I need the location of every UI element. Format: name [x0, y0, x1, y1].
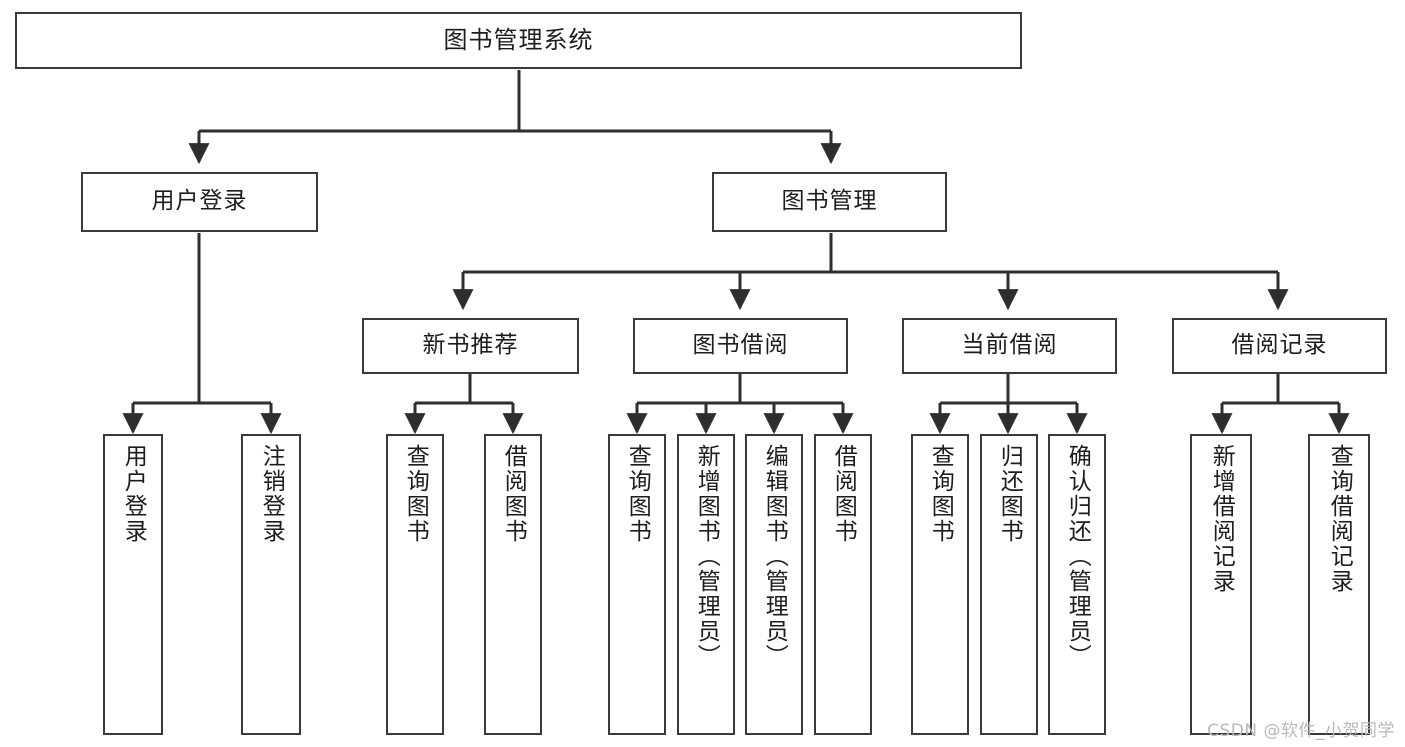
node-label: 用户登录	[120, 444, 147, 544]
leaf-add-borrow-record[interactable]: 新增借阅记录	[1190, 434, 1252, 735]
node-label: 确认归还（管理员）	[1064, 444, 1091, 669]
leaf-query-borrow-record[interactable]: 查询借阅记录	[1308, 434, 1370, 735]
leaf-user-login[interactable]: 用户登录	[103, 434, 163, 735]
node-label: 查询图书	[927, 444, 954, 544]
node-label: 归还图书	[996, 444, 1023, 544]
node-label: 用户登录	[151, 188, 248, 215]
node-book-borrow[interactable]: 图书借阅	[633, 318, 848, 374]
node-label: 当前借阅	[961, 332, 1058, 359]
node-label: 图书借阅	[692, 332, 789, 359]
node-label: 查询图书	[402, 444, 429, 544]
leaf-logout[interactable]: 注销登录	[241, 434, 301, 735]
node-label: 查询图书	[624, 444, 651, 544]
leaf-query-book-current[interactable]: 查询图书	[911, 434, 969, 735]
node-user-login[interactable]: 用户登录	[81, 172, 318, 232]
leaf-confirm-return-admin[interactable]: 确认归还（管理员）	[1048, 434, 1106, 735]
node-label: 新增图书（管理员）	[693, 444, 720, 669]
node-label: 借阅记录	[1231, 332, 1328, 359]
node-current-borrow[interactable]: 当前借阅	[902, 318, 1117, 374]
leaf-edit-book-admin[interactable]: 编辑图书（管理员）	[745, 434, 803, 735]
node-label: 图书管理	[781, 188, 878, 215]
node-label: 注销登录	[258, 444, 285, 544]
node-new-book-recommend[interactable]: 新书推荐	[362, 318, 579, 374]
leaf-return-book[interactable]: 归还图书	[980, 434, 1038, 735]
node-label: 新增借阅记录	[1208, 444, 1235, 594]
leaf-query-book-borrow[interactable]: 查询图书	[608, 434, 666, 735]
node-label: 借阅图书	[500, 444, 527, 544]
node-book-management[interactable]: 图书管理	[712, 172, 947, 232]
node-label: 查询借阅记录	[1326, 444, 1353, 594]
leaf-add-book-admin[interactable]: 新增图书（管理员）	[677, 434, 735, 735]
leaf-borrow-book-recommend[interactable]: 借阅图书	[484, 434, 542, 735]
node-borrow-record[interactable]: 借阅记录	[1172, 318, 1387, 374]
leaf-query-book-recommend[interactable]: 查询图书	[386, 434, 444, 735]
node-label: 图书管理系统	[443, 26, 594, 55]
node-label: 借阅图书	[830, 444, 857, 544]
node-root-system[interactable]: 图书管理系统	[15, 12, 1022, 69]
leaf-borrow-book[interactable]: 借阅图书	[814, 434, 872, 735]
csdn-watermark: CSDN @软件_小贺同学	[1207, 721, 1395, 741]
node-label: 新书推荐	[422, 332, 519, 359]
node-label: 编辑图书（管理员）	[761, 444, 788, 669]
